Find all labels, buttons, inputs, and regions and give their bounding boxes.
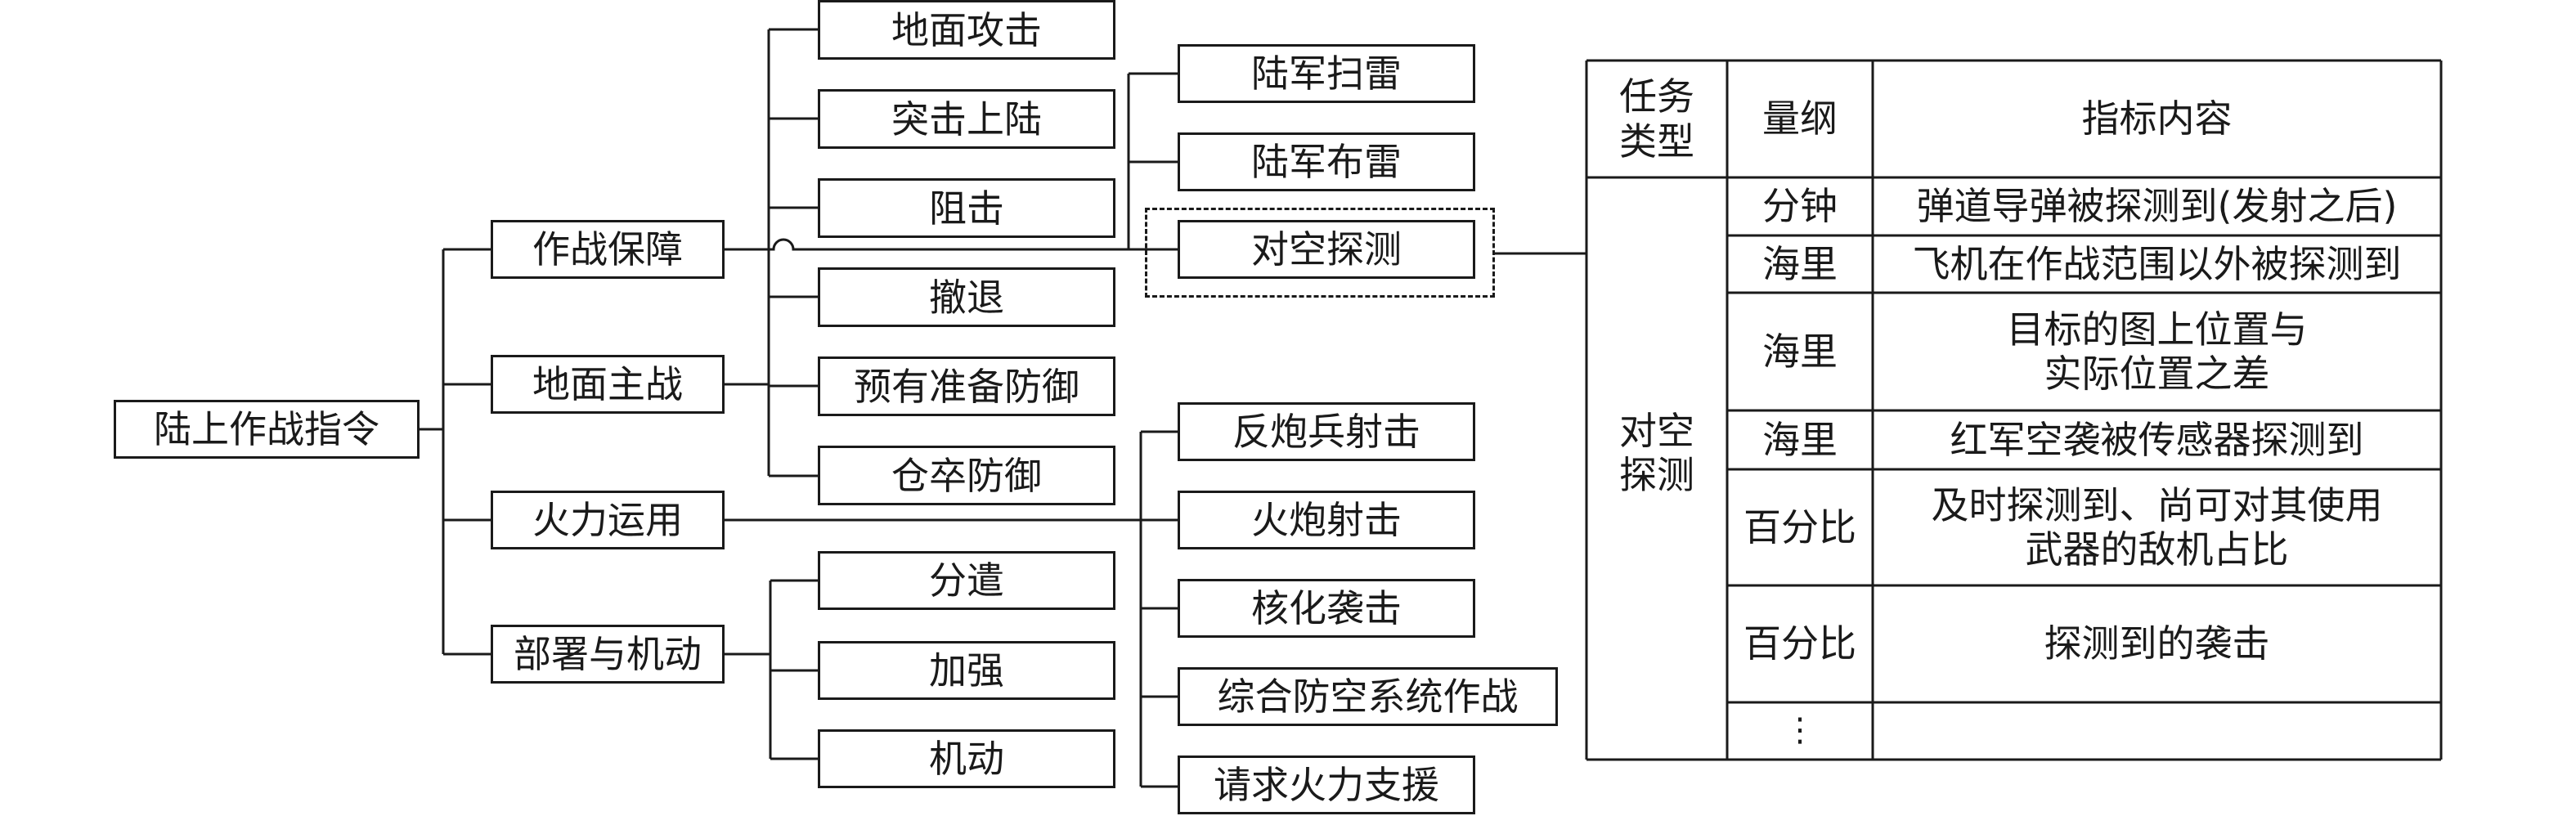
header-task-type: 任务 类型: [1586, 61, 1727, 177]
row-content-line: 红军空袭被传感器探测到: [1950, 417, 2364, 462]
row-content: [1873, 702, 2441, 760]
node-integrated-air-defense: 综合防空系统作战: [1178, 667, 1558, 726]
node-prepared-defense: 预有准备防御: [818, 356, 1115, 416]
node-counter-battery: 反炮兵射击: [1178, 402, 1475, 461]
row-dimension: 海里: [1762, 417, 1838, 462]
header-content: 指标内容: [2081, 96, 2233, 141]
row-content-line: 探测到的袭击: [2044, 621, 2270, 666]
node-hasty-defense: 仓卒防御: [818, 446, 1115, 505]
node-fire: 火力运用: [491, 491, 725, 549]
node-ground-attack: 地面攻击: [818, 0, 1115, 60]
row-content-line: 及时探测到、尚可对其使用: [1931, 482, 2383, 527]
node-retreat: 撤退: [818, 267, 1115, 327]
node-fire-support-request: 请求火力支援: [1178, 755, 1475, 814]
header-task-type-line: 类型: [1619, 119, 1694, 164]
row-content: 红军空袭被传感器探测到: [1873, 410, 2441, 469]
node-assault-landing: 突击上陆: [818, 89, 1115, 149]
row-dimension: 百分比: [1744, 504, 1856, 549]
task-type-cell: 对空 探测: [1586, 177, 1727, 760]
node-reinforce: 加强: [818, 641, 1115, 700]
node-detach: 分遣: [818, 551, 1115, 610]
row-content: 弹道导弹被探测到(发射之后): [1873, 177, 2441, 235]
row-content-line: 飞机在作战范围以外被探测到: [1912, 241, 2402, 286]
row-dimension: 海里: [1762, 241, 1838, 286]
node-air-detection: 对空探测: [1178, 220, 1475, 279]
node-artillery-fire: 火炮射击: [1178, 491, 1475, 549]
header-dimension: 量纲: [1762, 96, 1838, 141]
root-node: 陆上作战指令: [114, 400, 420, 459]
row-content-line: 武器的敌机占比: [2025, 527, 2289, 572]
row-content: 目标的图上位置与 实际位置之差: [1873, 293, 2441, 410]
row-dimension: 海里: [1762, 329, 1838, 374]
row-dimension: 百分比: [1744, 621, 1856, 666]
row-content: 飞机在作战范围以外被探测到: [1873, 235, 2441, 293]
row-content: 探测到的袭击: [1873, 585, 2441, 702]
node-mine-laying: 陆军布雷: [1178, 132, 1475, 191]
row-content-line: 弹道导弹被探测到(发射之后): [1916, 184, 2398, 229]
node-ground-main: 地面主战: [491, 355, 725, 414]
row-content-line: 实际位置之差: [2044, 352, 2270, 396]
header-task-type-line: 任务: [1619, 74, 1694, 119]
row-content-line: 目标的图上位置与: [2006, 307, 2308, 352]
task-type-line: 探测: [1619, 453, 1694, 498]
node-mine-clearing: 陆军扫雷: [1178, 44, 1475, 103]
node-nbc-strike: 核化袭击: [1178, 579, 1475, 638]
node-deploy: 部署与机动: [491, 625, 725, 684]
node-support: 作战保障: [491, 220, 725, 279]
row-dimension: ⋮: [1784, 711, 1816, 750]
node-maneuver: 机动: [818, 729, 1115, 788]
highlight-dashed-frame: [1145, 208, 1495, 298]
task-type-line: 对空: [1619, 409, 1694, 453]
row-content: 及时探测到、尚可对其使用 武器的敌机占比: [1873, 469, 2441, 585]
row-dimension: 分钟: [1762, 184, 1838, 229]
node-blocking: 阻击: [818, 178, 1115, 238]
